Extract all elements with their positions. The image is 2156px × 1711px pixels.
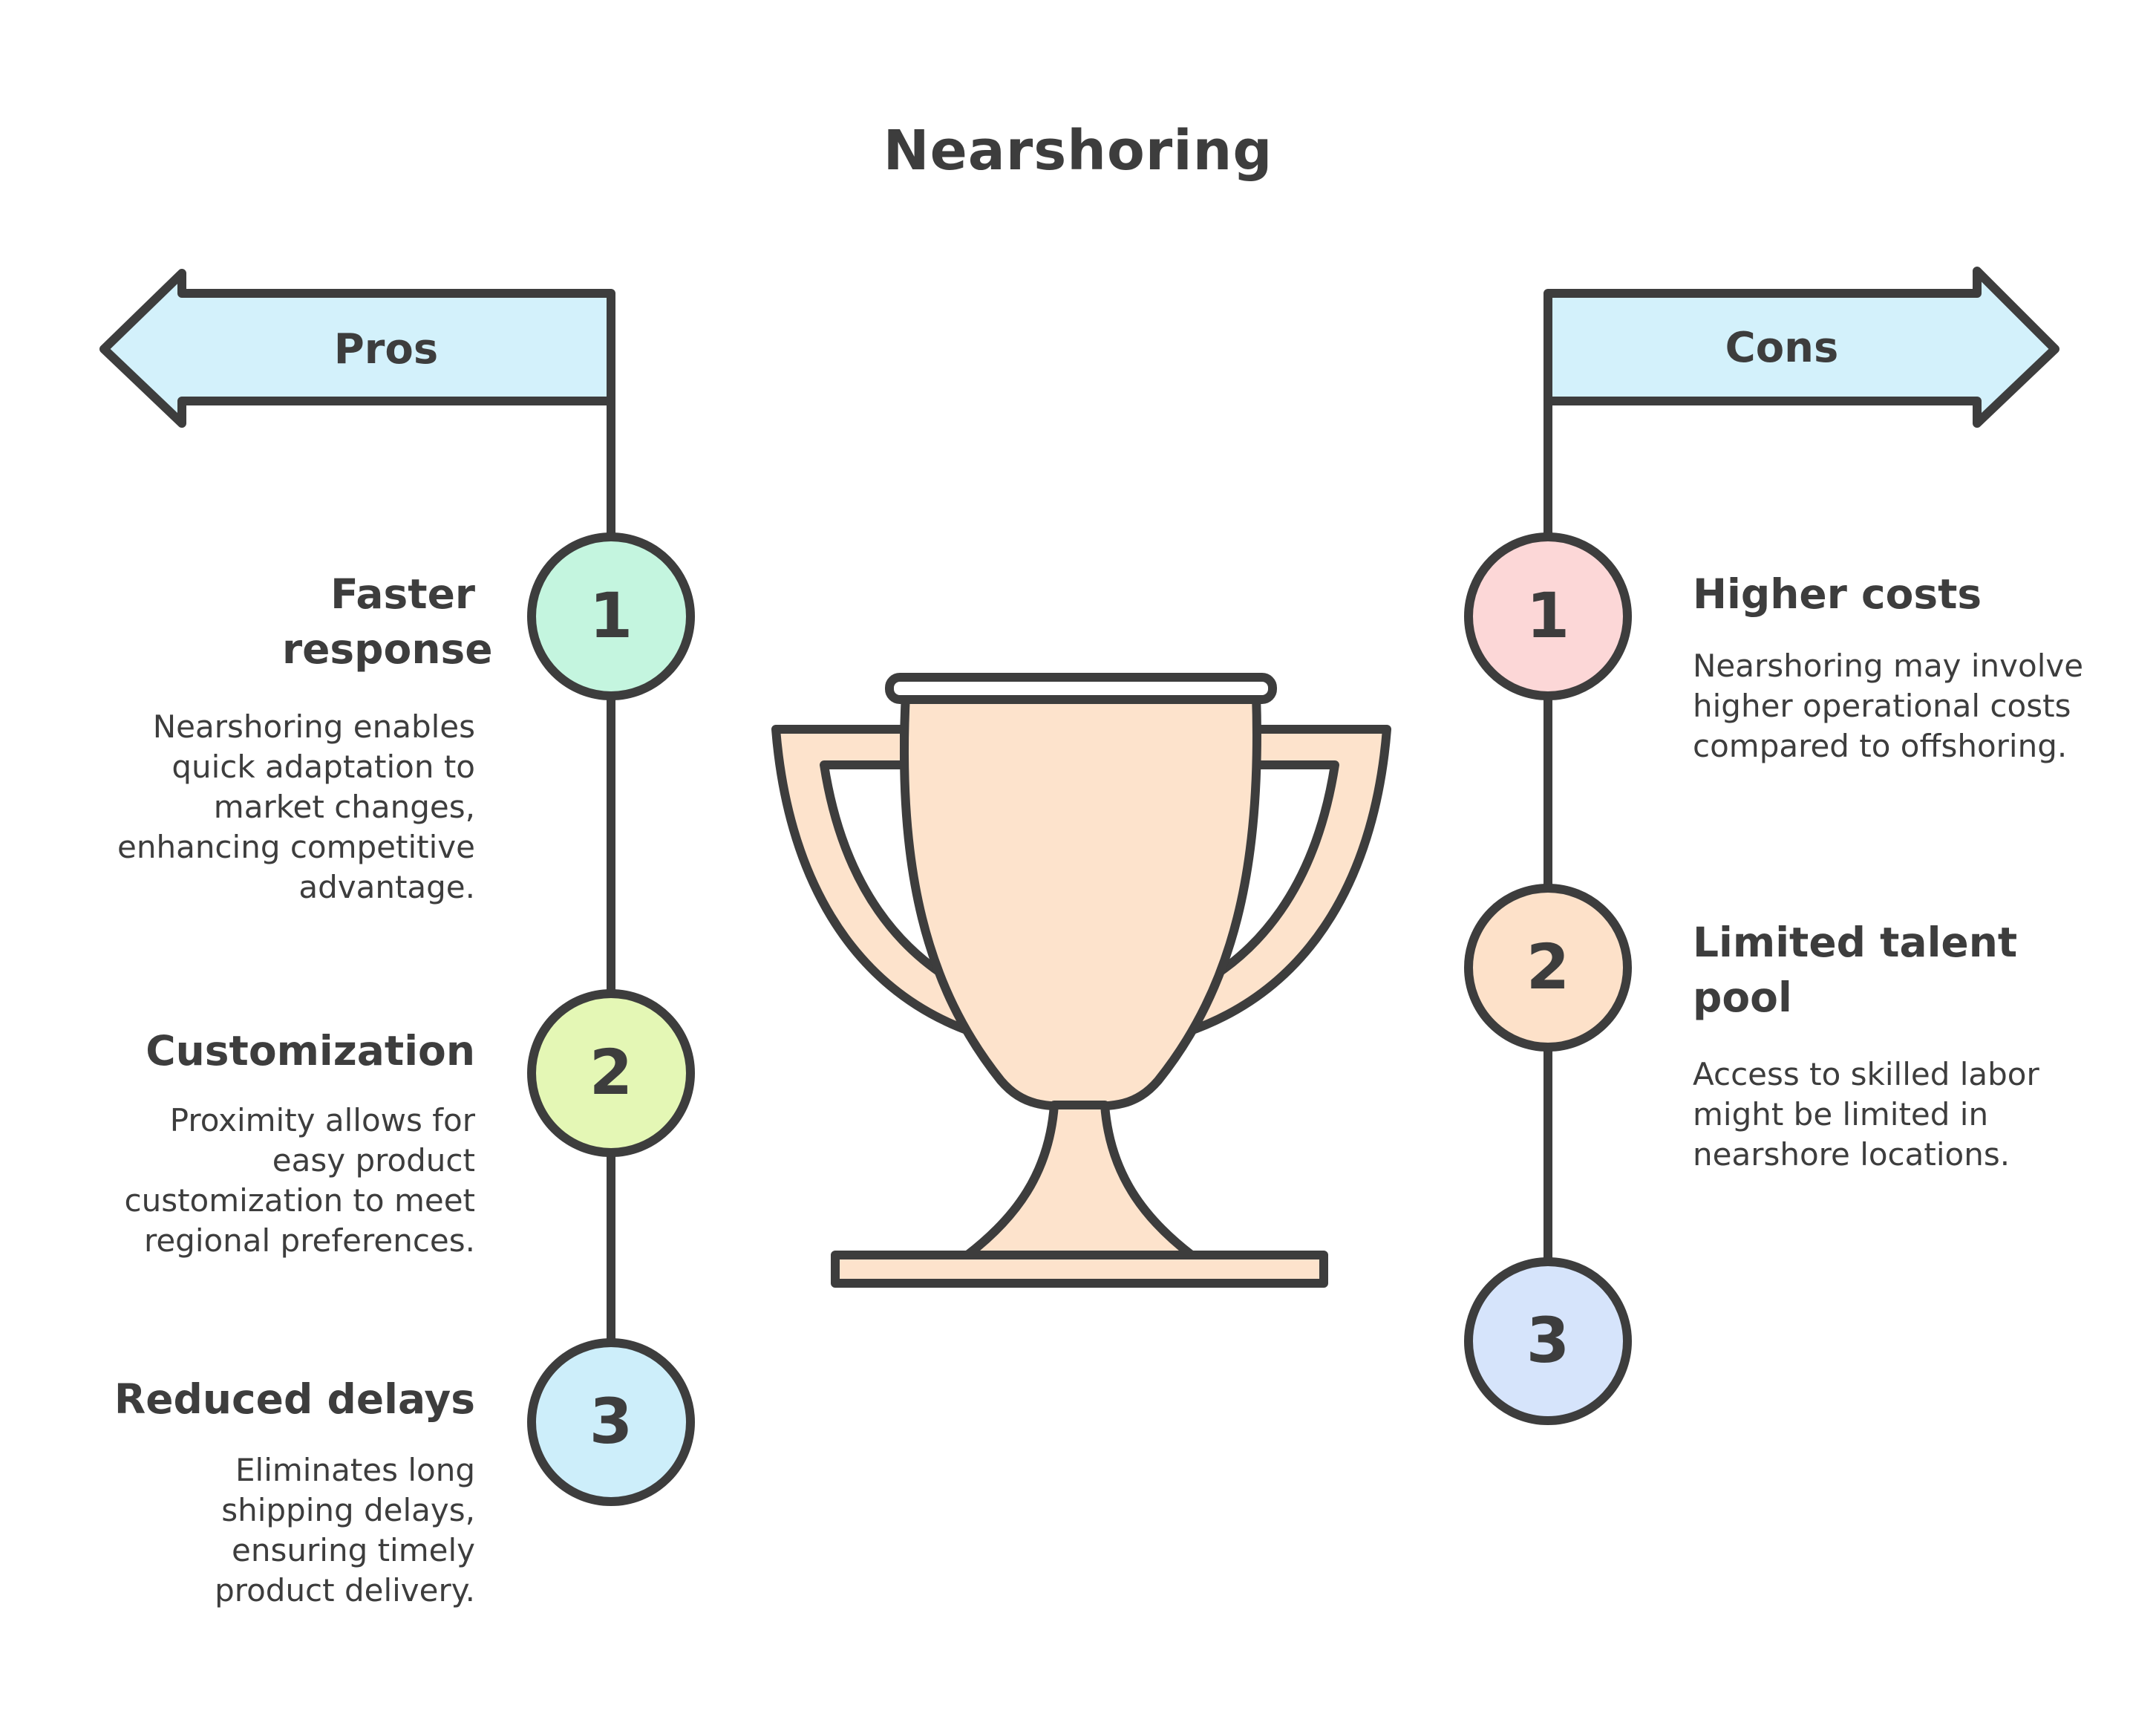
pros-item-1-description: Nearshoring enables quick adaptation to … (117, 708, 475, 905)
cons-number-1: 1 (1526, 579, 1570, 652)
pros-item-3-title: Reduced delays (114, 1375, 475, 1423)
cons-number-3: 3 (1526, 1304, 1570, 1377)
pros-item-2-title: Customization (146, 1027, 475, 1075)
pros-item-3-description: Eliminates long shipping delays, ensurin… (215, 1452, 475, 1609)
pros-arrow (99, 269, 615, 428)
cons-item-2-description: Access to skilled labor might be limited… (1693, 1056, 2039, 1173)
cons-arrow (1544, 267, 2059, 428)
cons-number-2: 2 (1526, 931, 1570, 1003)
pros-number-2: 2 (589, 1036, 633, 1109)
pros-label: Pros (333, 325, 439, 374)
cons-item-1-description: Nearshoring may involve higher operation… (1693, 648, 2084, 764)
pros-circle-3 (527, 1338, 695, 1506)
cons-circle-1 (1464, 532, 1632, 700)
diagram-title: Nearshoring (883, 119, 1273, 183)
cons-circle-2 (1464, 884, 1632, 1052)
pros-circle-2 (527, 989, 695, 1157)
pros-item-2-description: Proximity allows for easy product custom… (124, 1102, 476, 1259)
cons-item-1-title: Higher costs (1693, 570, 1982, 618)
pros-circle-1 (527, 532, 695, 700)
cons-circle-3 (1464, 1257, 1632, 1425)
cons-item-2-title: Limited talent pool (1693, 919, 2018, 1021)
pros-item-1-title: Faster response (282, 570, 493, 673)
trophy-icon (771, 673, 1391, 1288)
pros-number-3: 3 (589, 1385, 633, 1458)
cons-label: Cons (1725, 324, 1839, 372)
pros-number-1: 1 (589, 579, 633, 652)
